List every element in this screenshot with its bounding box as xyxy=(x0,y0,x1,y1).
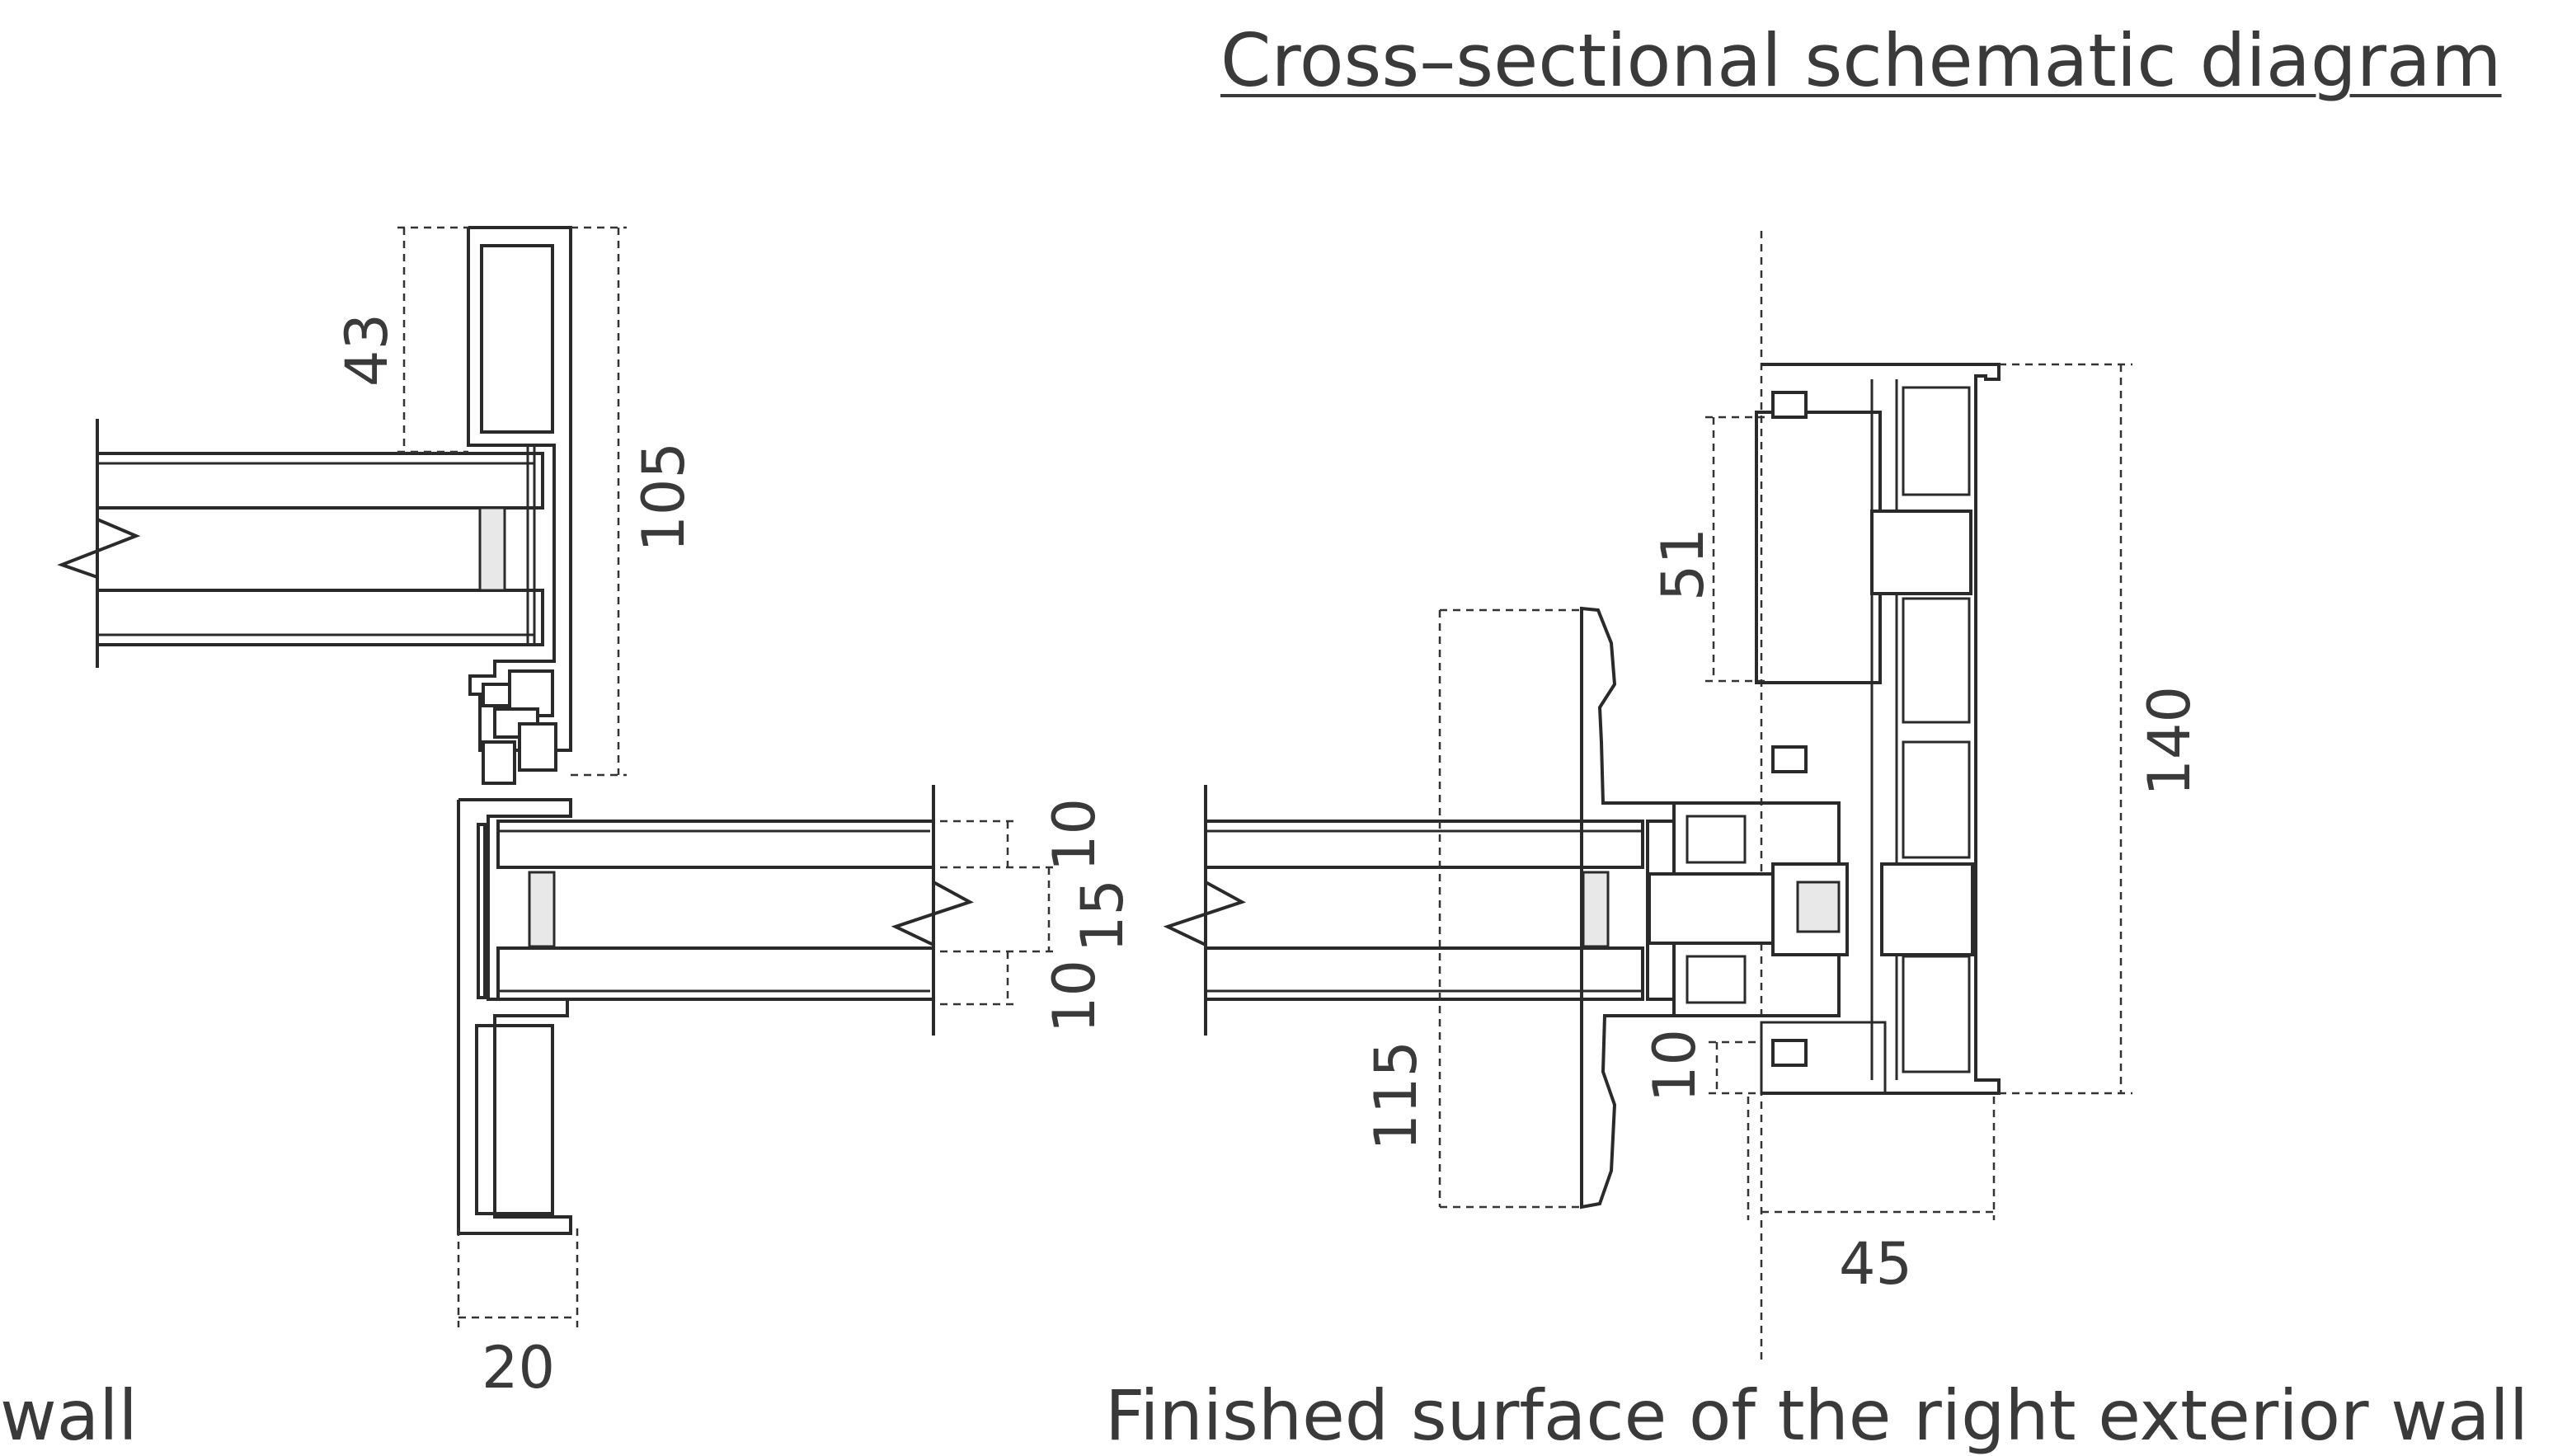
dim-height: 140 xyxy=(2136,686,2203,796)
main-profile xyxy=(1755,363,2001,1095)
dim-offset: 10 xyxy=(1641,1029,1709,1103)
dim-glass-gap: 15 xyxy=(1069,879,1136,953)
left-section xyxy=(57,226,1056,1327)
mullion-frame xyxy=(1648,801,1849,1017)
caption-right: Finished surface of the right exterior w… xyxy=(1105,1375,2529,1456)
dim-glass-lower: 10 xyxy=(1041,960,1108,1034)
dim-width: 45 xyxy=(1839,1230,1913,1298)
dim-glass-upper: 10 xyxy=(1041,798,1108,872)
right-section xyxy=(1163,231,2132,1360)
lower-glass-panel xyxy=(496,785,974,1036)
right-dimension-lines xyxy=(1438,363,2132,1220)
dim-cover: 115 xyxy=(1362,1040,1430,1151)
upper-glass-panel xyxy=(57,419,544,668)
break-line-icon xyxy=(891,881,974,946)
caption-left: wall xyxy=(0,1375,138,1456)
dim-depth: 51 xyxy=(1649,528,1717,602)
dim-frame-width: 20 xyxy=(482,1334,556,1402)
break-line-icon xyxy=(1163,881,1246,946)
diagram-title: Cross–sectional schematic diagram xyxy=(1220,18,2502,103)
dim-frame-height: 105 xyxy=(630,442,698,552)
break-line-icon xyxy=(57,518,141,579)
dim-top-height: 43 xyxy=(333,313,401,387)
left-dimension-lines xyxy=(397,226,1056,1327)
lower-frame-profile xyxy=(457,798,572,1235)
right-glass-panel xyxy=(1163,785,1644,1036)
upper-frame-profile xyxy=(467,226,572,785)
